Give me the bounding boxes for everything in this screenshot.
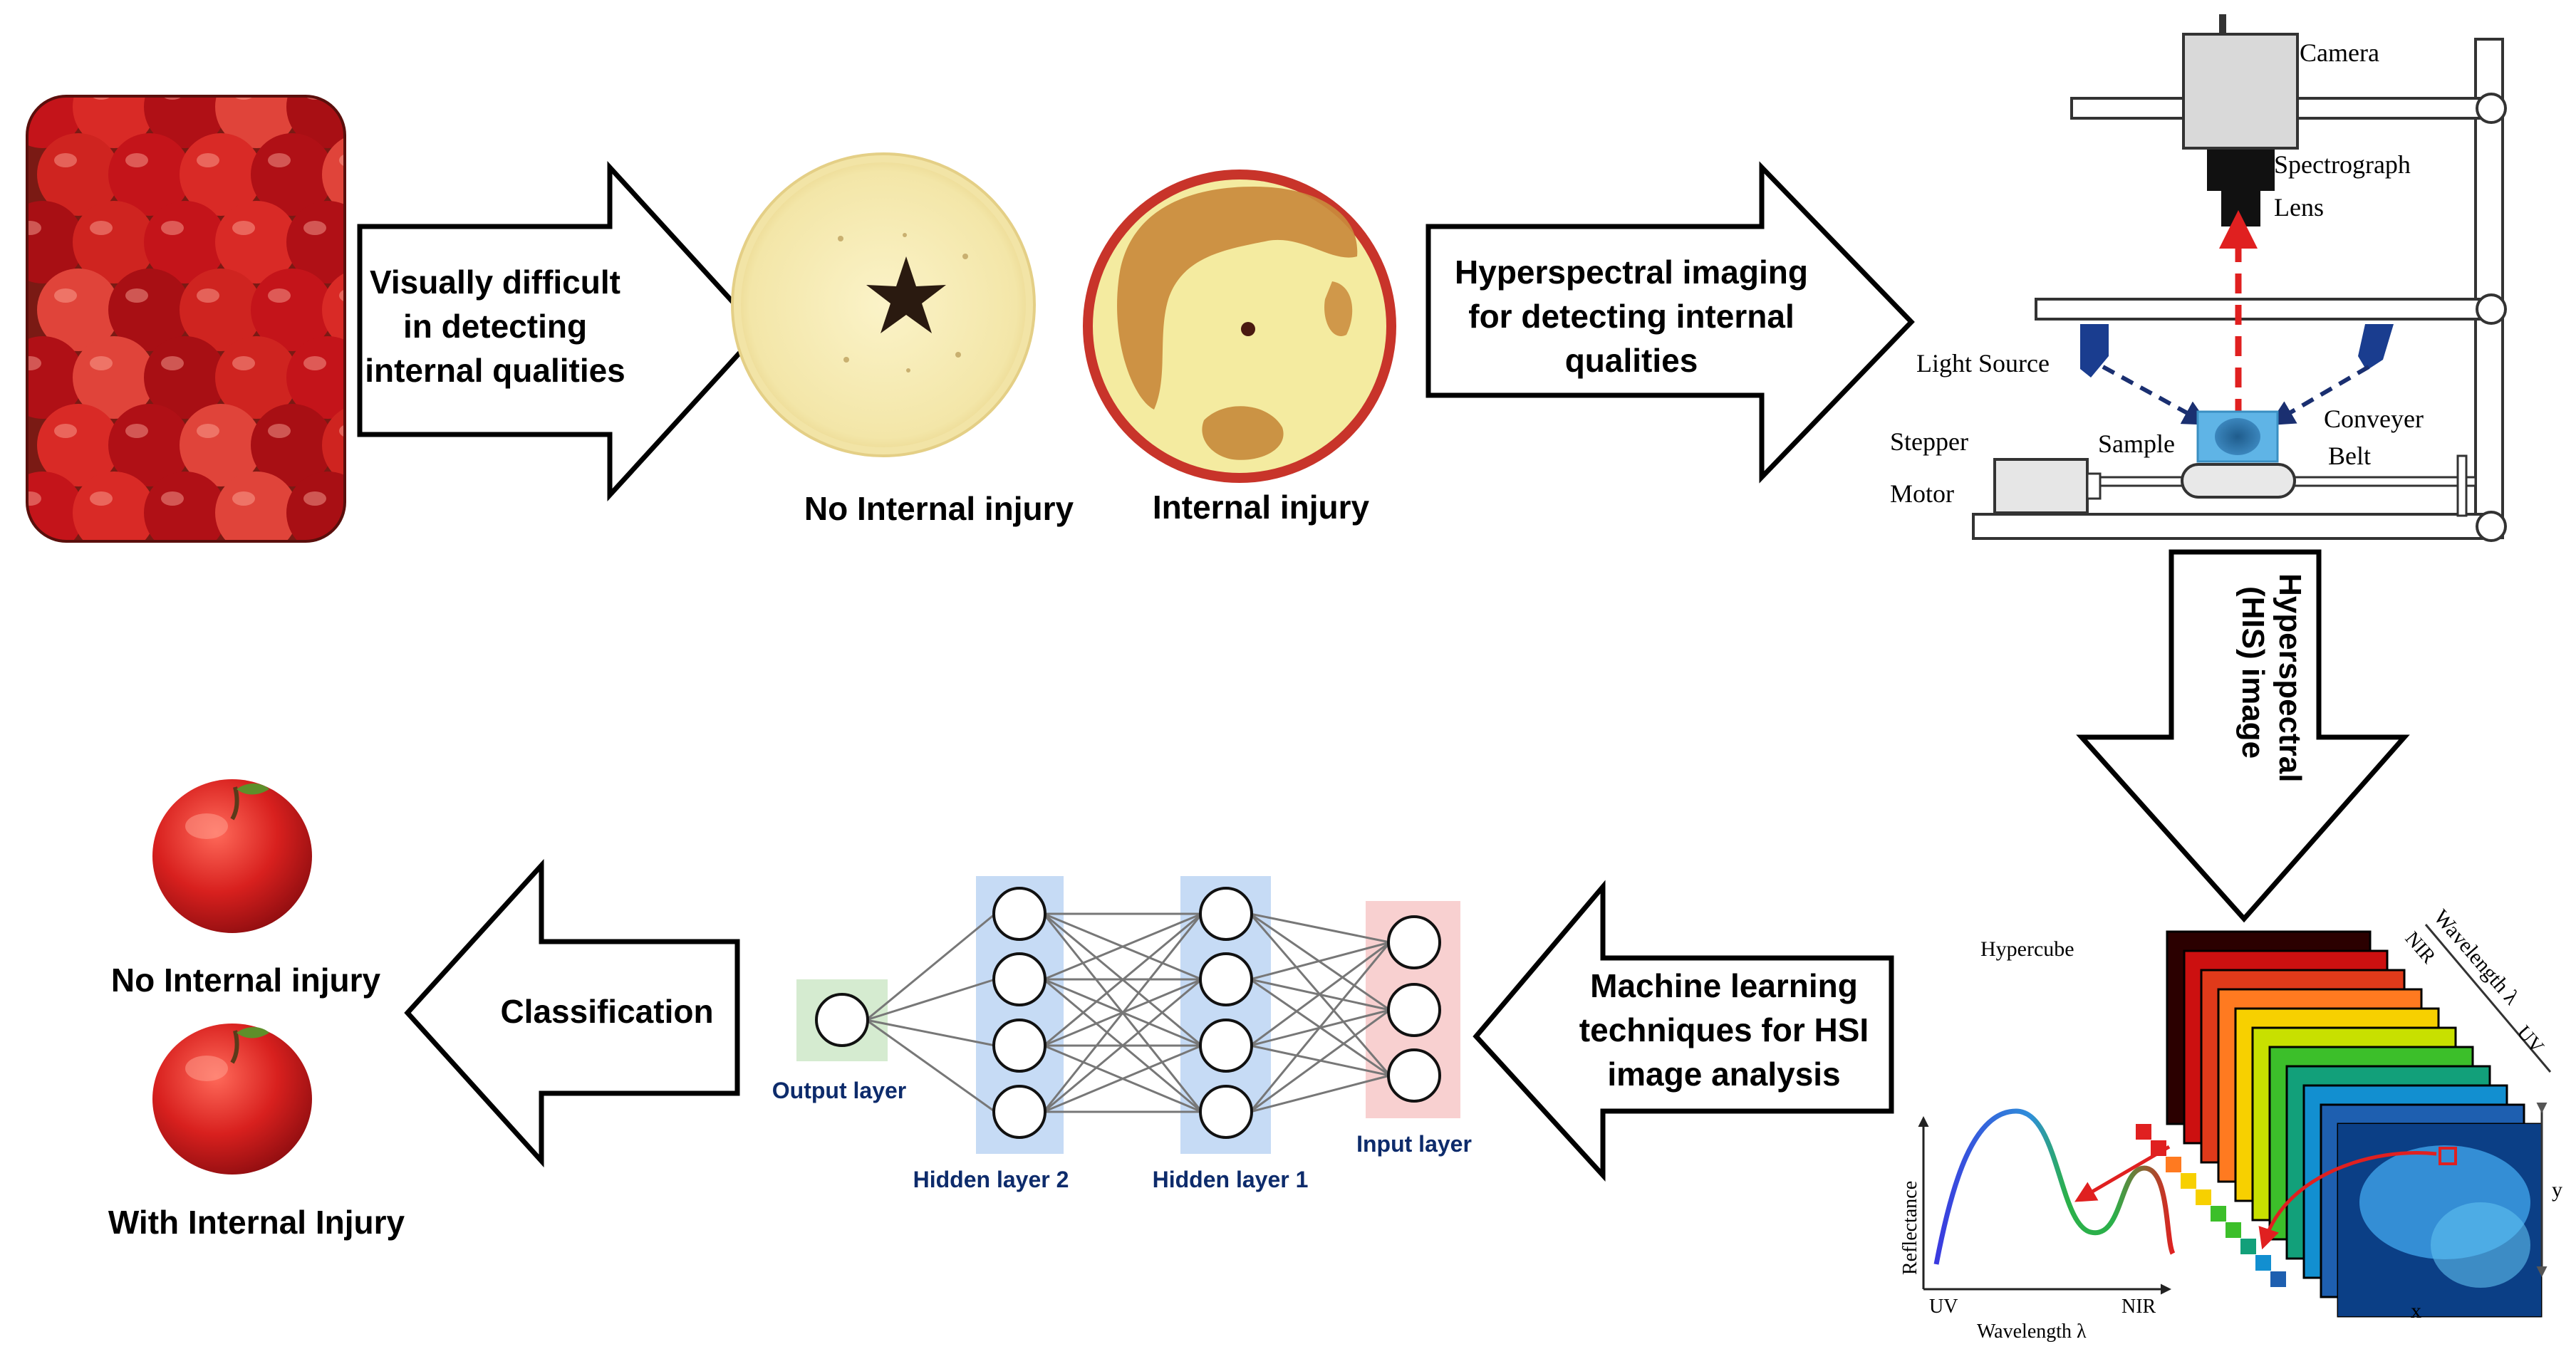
plot-wavelength: Wavelength λ bbox=[1977, 1321, 2087, 1343]
apple-no-injury-result bbox=[152, 779, 312, 933]
arrow-his-image: Hyperspectral (HIS) image bbox=[2076, 549, 2410, 923]
nn-node-layer3-0 bbox=[1387, 915, 1441, 969]
light-source-left-icon bbox=[2080, 324, 2109, 377]
arrow-hsi-line-3: qualities bbox=[1565, 342, 1698, 379]
setup-label-sample: Sample bbox=[2098, 429, 2175, 458]
setup-label-lens: Lens bbox=[2274, 193, 2324, 222]
arrow-visual-line-2: in detecting bbox=[403, 308, 587, 345]
plot-nir: NIR bbox=[2121, 1296, 2156, 1318]
setup-label-stepper: Stepper bbox=[1890, 427, 1968, 456]
selected-pixel bbox=[2439, 1147, 2457, 1165]
nn-node-layer2-3 bbox=[1199, 1085, 1253, 1139]
neural-network: Output layer Hidden layer 2 Hidden layer… bbox=[761, 876, 1472, 1192]
label-output-layer: Output layer bbox=[772, 1078, 906, 1103]
nn-node-layer2-2 bbox=[1199, 1019, 1253, 1073]
result-no-internal-injury: No Internal injury bbox=[111, 962, 381, 999]
arrow-classification: Classification bbox=[404, 858, 740, 1168]
nn-node-layer1-3 bbox=[992, 1085, 1046, 1139]
nn-node-layer1-0 bbox=[992, 887, 1046, 941]
nn-node-layer3-2 bbox=[1387, 1048, 1441, 1103]
hypercube-y: y bbox=[2552, 1178, 2562, 1202]
nn-node-layer1-2 bbox=[992, 1019, 1046, 1073]
nn-node-layer0-0 bbox=[815, 993, 869, 1047]
hypercube-wavelength: Wavelength λ bbox=[2429, 905, 2524, 1009]
label-internal-injury: Internal injury bbox=[1153, 489, 1370, 526]
plot-reflectance: Reflectance bbox=[1899, 1181, 1921, 1275]
setup-label-light-source: Light Source bbox=[1916, 349, 2050, 377]
spectral-curve bbox=[1933, 1108, 2176, 1265]
setup-label-camera: Camera bbox=[2300, 38, 2379, 67]
nn-node-layer3-1 bbox=[1387, 983, 1441, 1037]
apple-crate-photo bbox=[26, 95, 346, 543]
label-hidden-layer-1: Hidden layer 1 bbox=[1153, 1167, 1309, 1192]
label-no-internal-injury: No Internal injury bbox=[804, 490, 1074, 527]
arrow-ml-line-3: image analysis bbox=[1607, 1056, 1840, 1093]
setup-label-belt: Belt bbox=[2328, 442, 2371, 470]
arrow-ml-line-2: techniques for HSI bbox=[1579, 1011, 1869, 1048]
setup-label-conveyer: Conveyer bbox=[2324, 405, 2424, 433]
hypercube-uv: UV bbox=[2513, 1021, 2548, 1058]
arrow-classification-label: Classification bbox=[500, 993, 713, 1030]
arrow-his-line-2: (HIS) image bbox=[2235, 586, 2270, 759]
hypercube-title: Hypercube bbox=[1980, 937, 2074, 961]
arrow-visual-line-1: Visually difficult bbox=[370, 264, 620, 301]
apple-core-star bbox=[866, 256, 946, 333]
plot-uv: UV bbox=[1929, 1296, 1958, 1318]
label-input-layer: Input layer bbox=[1356, 1131, 1472, 1157]
arrow-visual-line-3: internal qualities bbox=[365, 352, 625, 389]
arrow-his-line-1: Hyperspectral bbox=[2273, 573, 2307, 782]
arrow-hyperspectral-imaging: Hyperspectral imaging for detecting inte… bbox=[1425, 161, 1915, 484]
nn-node-layer1-1 bbox=[992, 952, 1046, 1006]
setup-label-spectrograph: Spectrograph bbox=[2274, 150, 2411, 179]
nn-node-layer2-1 bbox=[1199, 952, 1253, 1006]
arrow-machine-learning: Machine learning techniques for HSI imag… bbox=[1473, 880, 1894, 1182]
arrow-ml-line-1: Machine learning bbox=[1590, 967, 1858, 1004]
result-with-internal-injury: With Internal Injury bbox=[108, 1204, 405, 1241]
apple-with-injury-result bbox=[152, 1024, 312, 1175]
apple-internal-injury-cross-section bbox=[1083, 170, 1396, 483]
light-source-right-icon bbox=[2358, 324, 2394, 370]
hypercube-x: x bbox=[2411, 1299, 2421, 1323]
arrow-hsi-line-1: Hyperspectral imaging bbox=[1455, 254, 1808, 291]
label-hidden-layer-2: Hidden layer 2 bbox=[913, 1167, 1069, 1192]
nn-node-layer2-0 bbox=[1199, 887, 1253, 941]
arrow-hsi-line-2: for detecting internal bbox=[1468, 298, 1794, 335]
hsi-acquisition-setup: Camera Spectrograph Lens Light Source Sa… bbox=[1890, 14, 2507, 542]
hypercube-figure: Hypercube Wavelength λ NIR UV y x Reflec… bbox=[1899, 905, 2562, 1343]
setup-label-motor: Motor bbox=[1890, 479, 1954, 508]
arrow-visual-difficulty: Visually difficult in detecting internal… bbox=[357, 160, 763, 502]
apple-no-injury-cross-section bbox=[731, 152, 1036, 457]
